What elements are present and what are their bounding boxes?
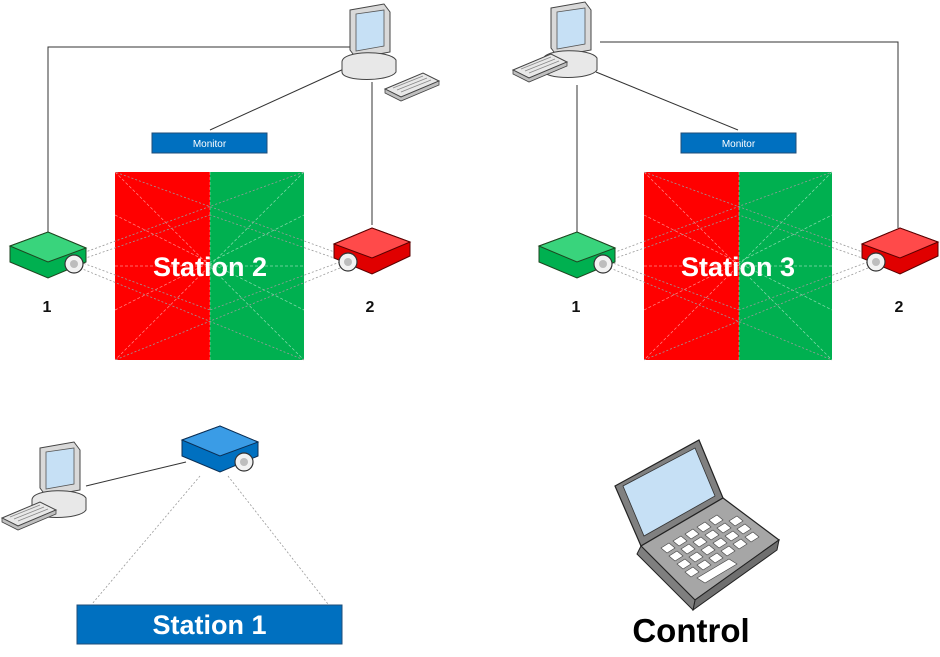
station-1-group: Station 1 — [1, 425, 343, 645]
projector-icon — [860, 227, 940, 275]
cable-ws-to-projector-1 — [47, 46, 352, 236]
projector-icon — [8, 231, 88, 279]
screen-overlap-lines — [114, 171, 305, 361]
projector-icon — [180, 425, 260, 473]
screen-overlap-lines — [643, 171, 833, 361]
projection-beams — [91, 475, 329, 605]
station-title: Station 3 — [681, 252, 795, 282]
station-title: Station 2 — [153, 252, 267, 282]
laptop-icon — [614, 439, 781, 612]
projection-beams — [79, 171, 341, 361]
cable-ws-to-projector — [85, 461, 187, 487]
control-group: Control — [614, 439, 781, 649]
monitor-label: Monitor — [193, 139, 227, 150]
station-1-screen — [76, 604, 343, 645]
keyboard-icon — [384, 72, 440, 102]
projection-beams — [609, 171, 869, 361]
keyboard-icon — [512, 53, 568, 83]
cable-ws-to-monitor — [209, 67, 347, 131]
projector-icon — [537, 231, 617, 279]
control-label: Control — [632, 612, 749, 649]
cable-ws-to-projector-2 — [600, 41, 899, 228]
projector-number: 2 — [366, 299, 375, 316]
monitor-label: Monitor — [722, 139, 756, 150]
monitor-label-bar — [680, 132, 797, 154]
station-3-group: Station 3 Monitor 1 2 — [512, 1, 940, 361]
projector-number: 1 — [572, 299, 581, 316]
station-2-group: Station 2 Monitor 1 2 — [8, 3, 440, 361]
monitor-label-bar — [151, 132, 268, 154]
workstation-icon — [341, 3, 397, 80]
cable-ws-to-monitor — [595, 71, 739, 131]
projector-number: 1 — [43, 299, 52, 316]
projector-number: 2 — [895, 299, 904, 316]
projector-icon — [332, 227, 412, 275]
keyboard-icon — [1, 501, 57, 531]
station-title: Station 1 — [152, 610, 266, 640]
